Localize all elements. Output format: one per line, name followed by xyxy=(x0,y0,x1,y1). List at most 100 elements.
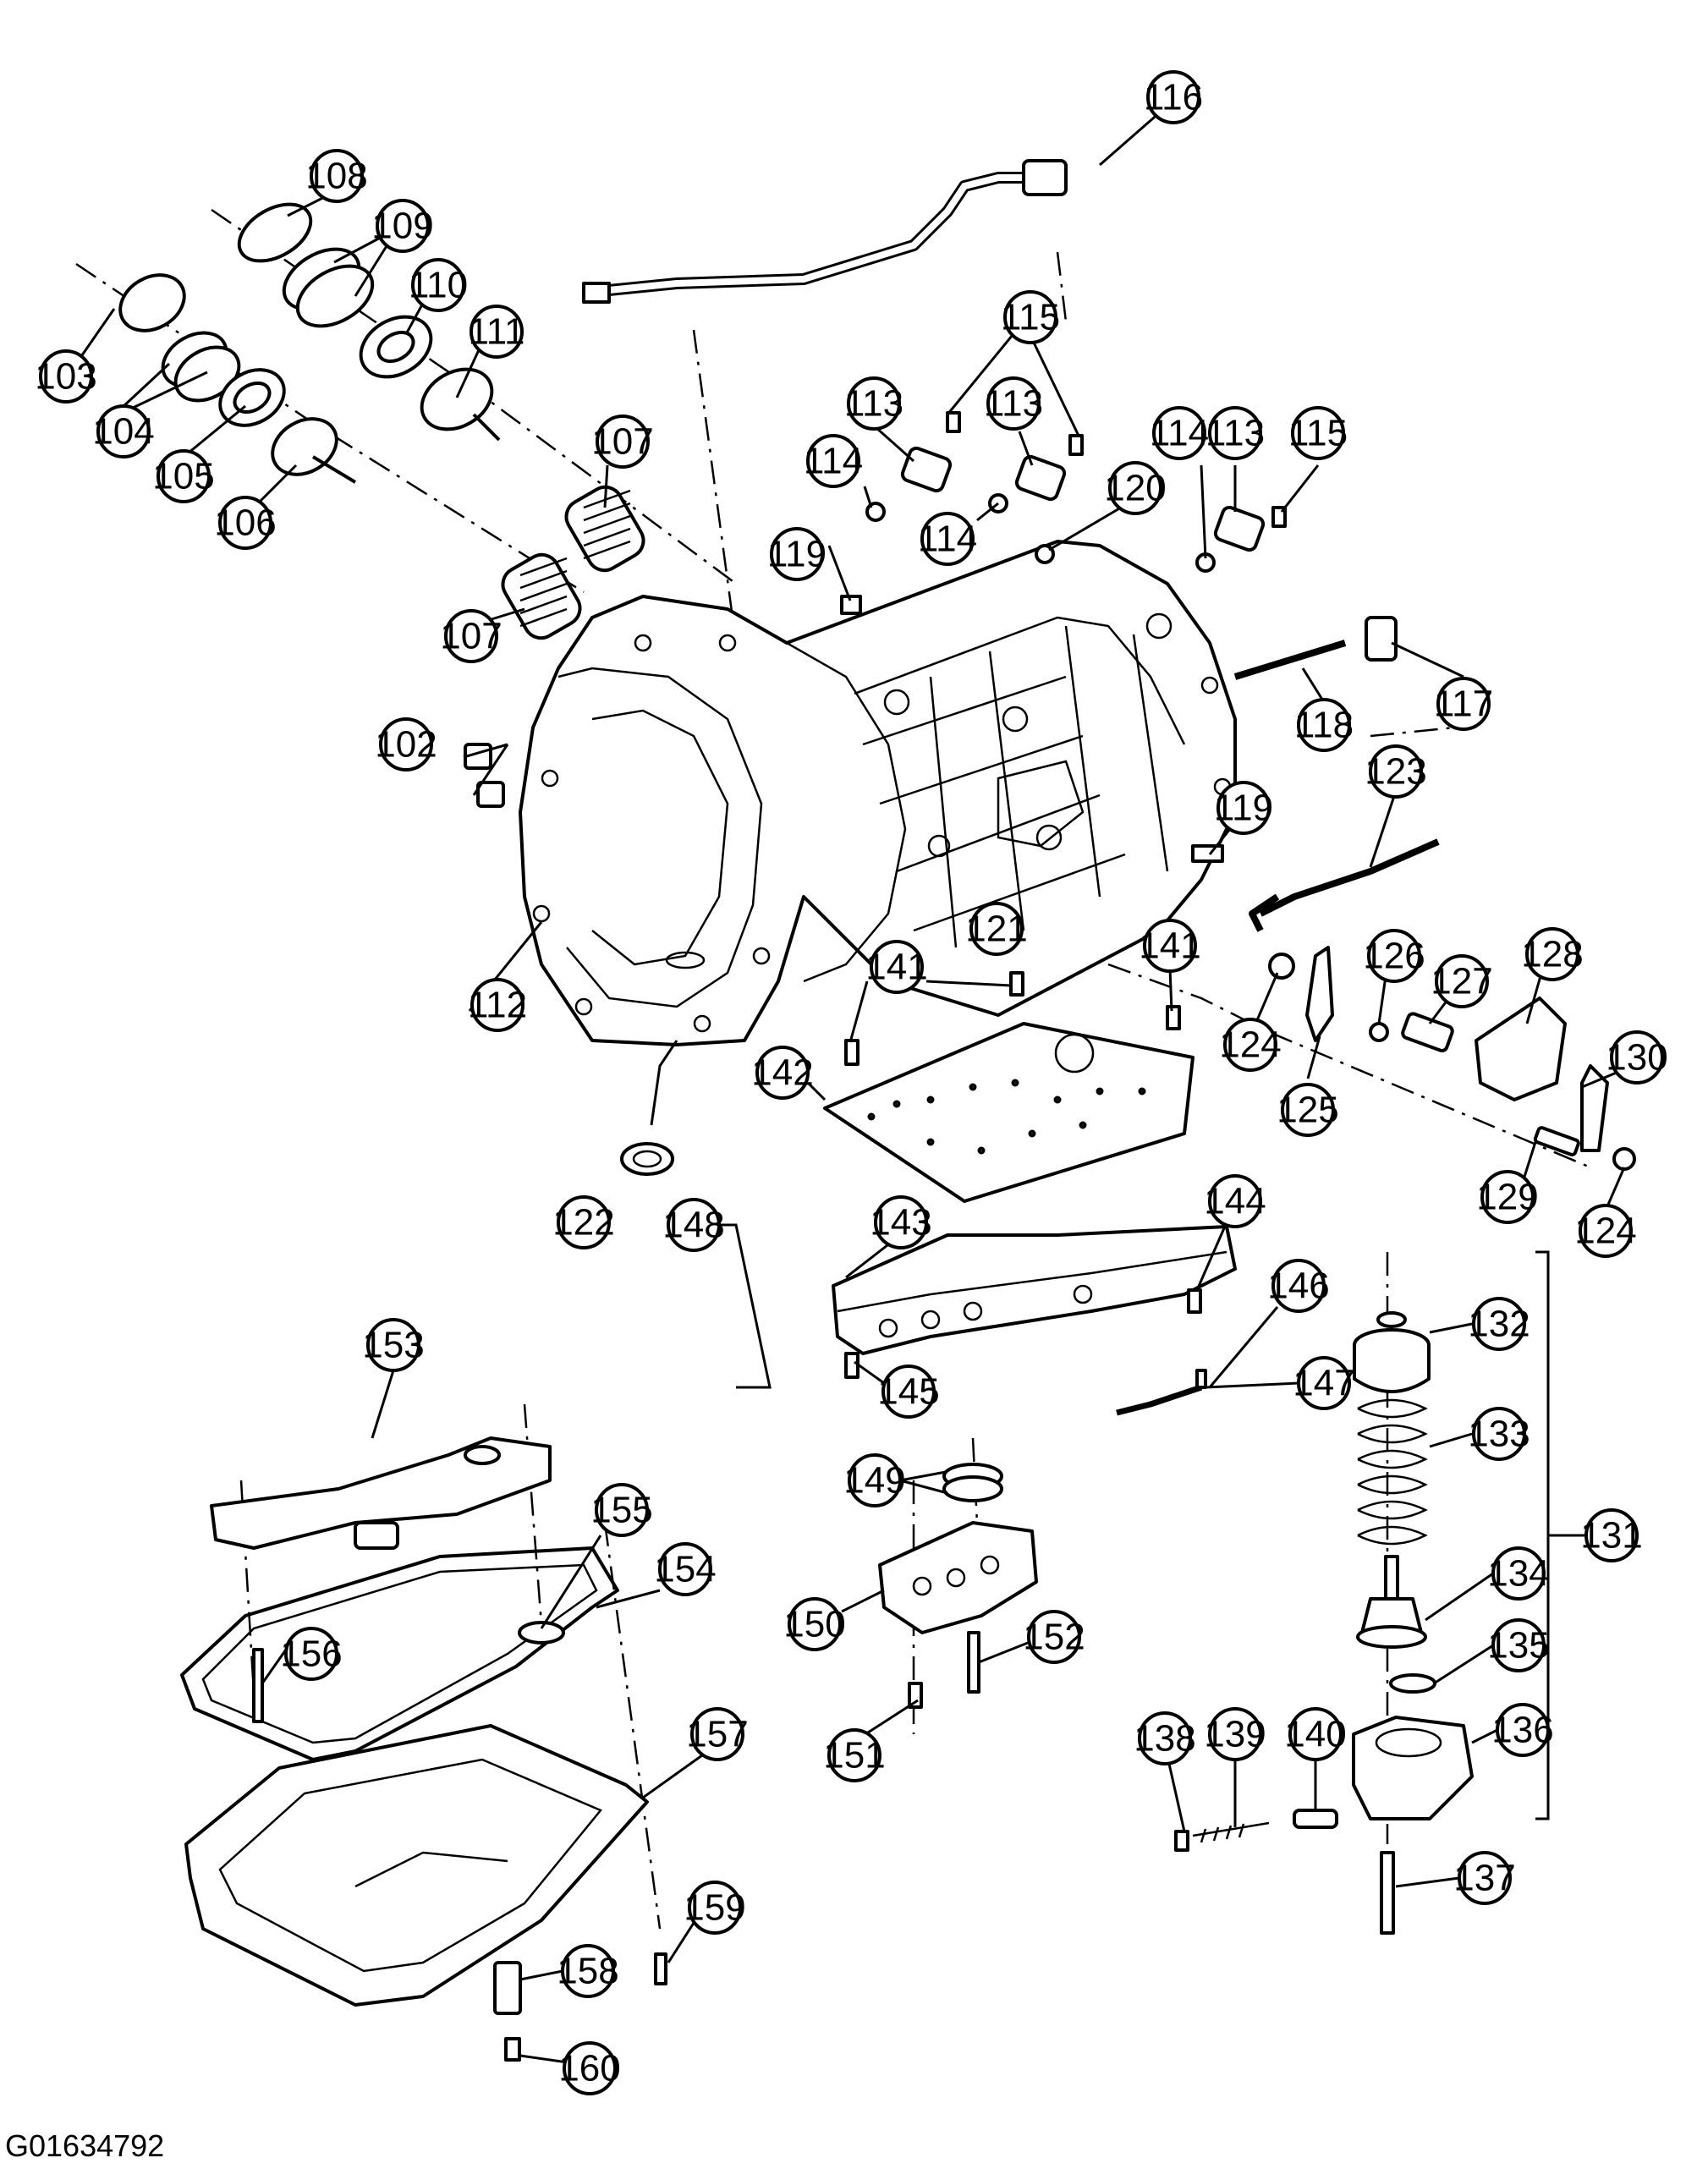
callout-label: 119 xyxy=(767,534,827,575)
callout-label: 111 xyxy=(469,311,525,353)
drum-piston-group xyxy=(118,202,645,640)
callout-110: 110 xyxy=(409,258,468,312)
callout-label: 115 xyxy=(1288,413,1348,454)
callout-label: 130 xyxy=(1606,1037,1667,1079)
callout-label: 152 xyxy=(1023,1617,1085,1658)
callout-label: 124 xyxy=(1219,1024,1281,1066)
callout-147: 147 xyxy=(1293,1356,1355,1410)
callout-116: 116 xyxy=(1144,70,1203,124)
main-valve-body xyxy=(832,1225,1237,1416)
callout-label: 113 xyxy=(1205,413,1265,454)
callout-label: 145 xyxy=(877,1371,939,1413)
callout-137: 137 xyxy=(1453,1851,1516,1905)
callout-112: 112 xyxy=(468,978,527,1032)
filter-seal xyxy=(620,1142,674,1176)
callout-113-center: 113 xyxy=(984,376,1043,431)
callout-label: 113 xyxy=(984,383,1043,425)
callout-label: 148 xyxy=(662,1205,724,1246)
callout-label: 157 xyxy=(686,1714,748,1755)
callout-label: 106 xyxy=(214,502,276,544)
callout-label: 134 xyxy=(1487,1553,1549,1595)
callout-111: 111 xyxy=(469,305,525,359)
callout-label: 141 xyxy=(865,947,927,988)
solenoid-body xyxy=(878,1463,1038,1709)
callout-113-right: 113 xyxy=(1205,406,1265,460)
callout-label: 125 xyxy=(1277,1090,1338,1131)
callout-label: 115 xyxy=(1001,297,1060,338)
callout-label: 135 xyxy=(1487,1625,1549,1667)
callout-label: 131 xyxy=(1580,1515,1642,1557)
callout-102: 102 xyxy=(375,717,437,772)
callout-label: 142 xyxy=(751,1052,813,1094)
callout-108: 108 xyxy=(305,149,368,203)
callout-label: 146 xyxy=(1267,1266,1329,1307)
callout-115-right: 115 xyxy=(1288,406,1348,460)
callout-132: 132 xyxy=(1468,1297,1530,1351)
speed-sensors xyxy=(840,411,1287,863)
callout-150: 150 xyxy=(783,1597,846,1651)
callout-135: 135 xyxy=(1487,1618,1550,1672)
callout-143: 143 xyxy=(870,1195,932,1249)
callout-label: 103 xyxy=(35,356,96,398)
callout-106: 106 xyxy=(214,496,277,550)
callout-label: 105 xyxy=(152,456,214,497)
callout-154: 154 xyxy=(654,1542,717,1596)
callout-158: 158 xyxy=(557,1944,619,1998)
callout-label: 139 xyxy=(1204,1714,1266,1755)
callout-142: 142 xyxy=(751,1046,814,1100)
callout-107-lower: 107 xyxy=(440,609,503,663)
callout-label: 113 xyxy=(844,383,903,425)
callout-label: 124 xyxy=(1574,1211,1636,1252)
callout-115-center: 115 xyxy=(1001,290,1060,344)
callout-120: 120 xyxy=(1104,461,1167,515)
callout-label: 132 xyxy=(1468,1304,1530,1345)
cooler-tube xyxy=(582,159,1068,304)
callout-127: 127 xyxy=(1431,954,1493,1008)
callout-160: 160 xyxy=(558,2041,621,2095)
callout-label: 136 xyxy=(1491,1710,1553,1751)
callout-128: 128 xyxy=(1521,927,1584,981)
callout-label: 143 xyxy=(870,1202,931,1244)
callout-label: 102 xyxy=(375,724,437,766)
callout-label: 147 xyxy=(1293,1363,1354,1404)
accumulator-assembly xyxy=(1174,1311,1474,1935)
callout-146: 146 xyxy=(1267,1259,1330,1313)
callout-label: 128 xyxy=(1521,934,1583,975)
callout-114-center: 114 xyxy=(918,512,977,566)
callout-149: 149 xyxy=(843,1453,906,1507)
callout-label: 140 xyxy=(1284,1714,1346,1755)
transmission-filter xyxy=(210,1436,552,1550)
callout-118: 118 xyxy=(1294,698,1354,752)
callout-105: 105 xyxy=(152,449,215,503)
callout-label: 110 xyxy=(409,265,468,306)
callout-label: 129 xyxy=(1476,1177,1538,1218)
callout-label: 155 xyxy=(590,1490,652,1531)
figure-id: G01634792 xyxy=(5,2128,165,2163)
callout-145: 145 xyxy=(877,1365,940,1419)
callout-141-right: 141 xyxy=(1139,919,1201,973)
callout-label: 108 xyxy=(305,156,367,197)
callout-label: 154 xyxy=(654,1549,716,1590)
callout-122: 122 xyxy=(552,1195,615,1249)
callout-121: 121 xyxy=(965,902,1028,956)
callout-label: 109 xyxy=(371,206,433,247)
callout-119-upper: 119 xyxy=(767,527,827,581)
callout-155: 155 xyxy=(590,1483,653,1537)
pan-gasket xyxy=(180,1546,619,1761)
callout-114-left: 114 xyxy=(804,434,863,488)
callout-label: 112 xyxy=(468,985,527,1026)
callout-label: 107 xyxy=(440,616,502,657)
callout-label: 138 xyxy=(1134,1718,1195,1760)
callout-label: 104 xyxy=(92,411,154,453)
callout-124-upper: 124 xyxy=(1219,1018,1282,1072)
callout-104: 104 xyxy=(92,404,155,459)
separator-plate xyxy=(823,971,1195,1203)
callout-139: 139 xyxy=(1204,1707,1266,1761)
callout-label: 144 xyxy=(1204,1181,1266,1222)
callout-label: 156 xyxy=(280,1634,342,1675)
callout-123: 123 xyxy=(1365,744,1427,799)
callout-label: 114 xyxy=(1150,413,1209,454)
callout-label: 127 xyxy=(1431,961,1492,1002)
callout-156: 156 xyxy=(280,1627,343,1681)
